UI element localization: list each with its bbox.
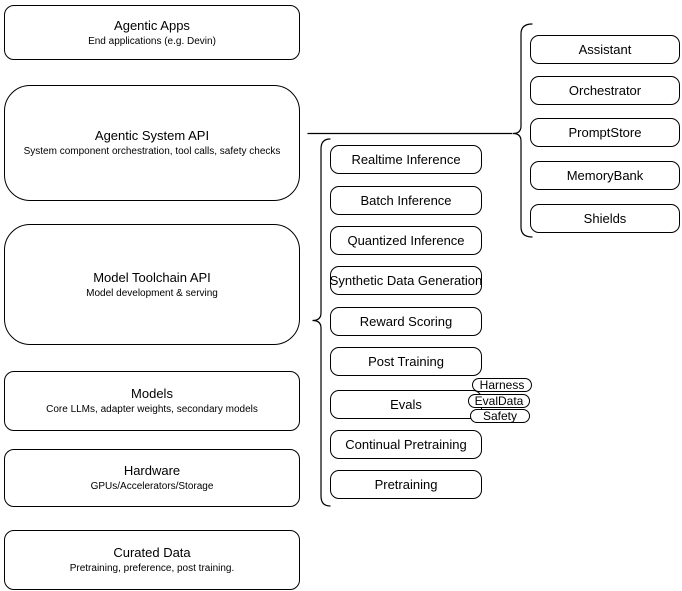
node-hardware: Hardware GPUs/Accelerators/Storage — [4, 449, 300, 507]
node-subtitle: GPUs/Accelerators/Storage — [90, 481, 214, 492]
node-label: Pretraining — [374, 477, 438, 492]
node-subtitle: Core LLMs, adapter weights, secondary mo… — [46, 404, 258, 415]
node-memorybank: MemoryBank — [530, 161, 680, 190]
node-pretraining: Pretraining — [330, 470, 482, 499]
node-label: Post Training — [368, 354, 444, 369]
node-title: Hardware — [123, 463, 181, 478]
node-title: Agentic System API — [94, 128, 210, 143]
node-label: Reward Scoring — [359, 314, 453, 329]
tag-harness: Harness — [472, 378, 532, 392]
node-label: Assistant — [578, 42, 632, 57]
node-subtitle: Model development & serving — [86, 287, 218, 299]
node-subtitle: System component orchestration, tool cal… — [23, 146, 281, 157]
node-post-training: Post Training — [330, 347, 482, 376]
tag-label: Safety — [482, 408, 518, 423]
node-label: MemoryBank — [566, 168, 644, 183]
brace-toolchain-group — [312, 138, 331, 507]
node-label: Orchestrator — [568, 83, 642, 98]
node-evals: Evals — [330, 390, 482, 419]
node-promptstore: PromptStore — [530, 118, 680, 147]
node-label: Realtime Inference — [351, 152, 461, 167]
node-model-toolchain-api: Model Toolchain API Model development & … — [4, 224, 300, 345]
node-orchestrator: Orchestrator — [530, 76, 680, 105]
tag-label: Harness — [479, 377, 525, 392]
node-shields: Shields — [530, 204, 680, 233]
node-subtitle: Pretraining, preference, post training. — [69, 563, 235, 574]
node-batch-inference: Batch Inference — [330, 186, 482, 215]
node-continual-pretraining: Continual Pretraining — [330, 430, 482, 459]
tag-safety: Safety — [470, 409, 530, 423]
node-title: Models — [131, 386, 173, 401]
node-label: PromptStore — [568, 125, 642, 140]
node-title: Curated Data — [113, 545, 191, 560]
node-assistant: Assistant — [530, 35, 680, 64]
node-reward-scoring: Reward Scoring — [330, 307, 482, 336]
node-label: Shields — [583, 211, 627, 226]
node-quantized-inference: Quantized Inference — [330, 226, 482, 255]
node-label: Batch Inference — [360, 193, 452, 208]
node-synthetic-data-generation: Synthetic Data Generation — [330, 266, 482, 295]
node-models: Models Core LLMs, adapter weights, secon… — [4, 371, 300, 431]
node-label: Quantized Inference — [347, 233, 465, 248]
node-agentic-system-api: Agentic System API System component orch… — [4, 85, 300, 201]
node-label: Continual Pretraining — [345, 437, 467, 452]
node-title: Agentic Apps — [114, 17, 190, 33]
node-agentic-apps: Agentic Apps End applications (e.g. Devi… — [4, 5, 300, 60]
node-label: Synthetic Data Generation — [329, 273, 483, 288]
node-realtime-inference: Realtime Inference — [330, 145, 482, 174]
tag-evaldata: EvalData — [468, 394, 530, 408]
tag-label: EvalData — [474, 393, 524, 408]
node-subtitle: End applications (e.g. Devin) — [88, 35, 216, 47]
node-curated-data: Curated Data Pretraining, preference, po… — [4, 530, 300, 590]
node-title: Model Toolchain API — [93, 269, 211, 285]
node-label: Evals — [390, 397, 422, 412]
